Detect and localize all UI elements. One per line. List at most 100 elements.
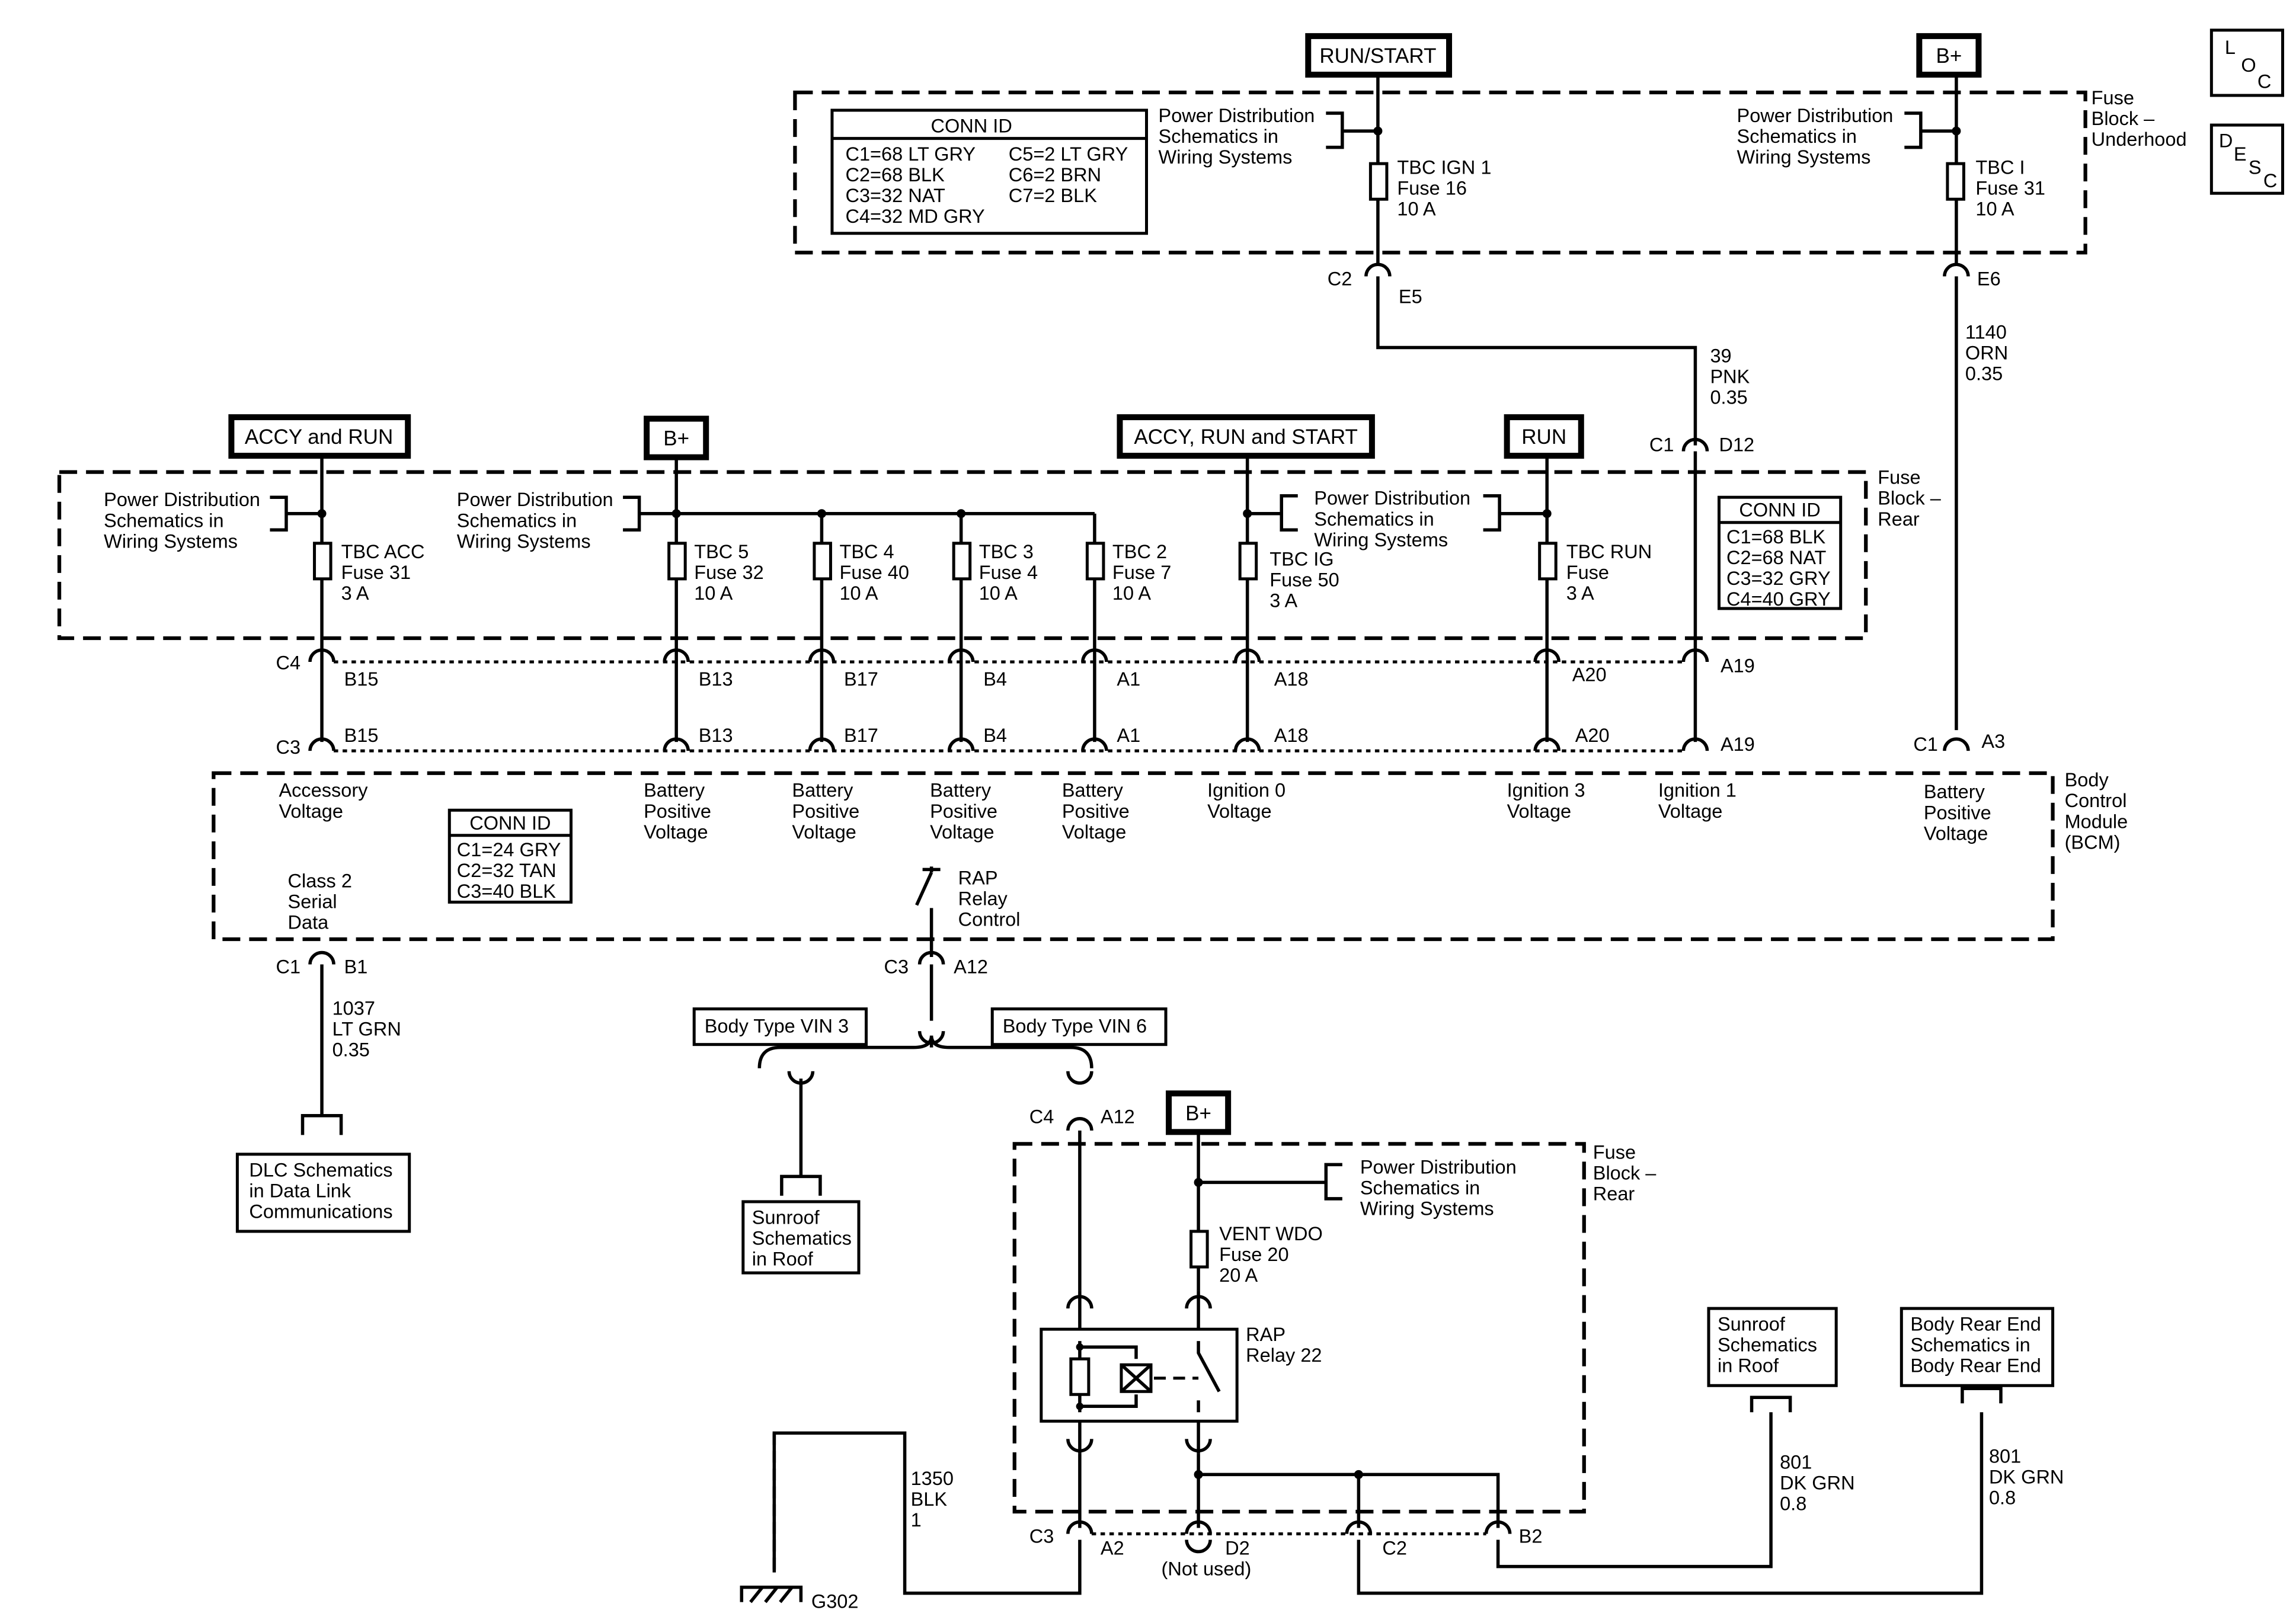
svg-text:Ignition 3: Ignition 3 (1507, 780, 1585, 801)
svg-text:10 A: 10 A (1397, 199, 1435, 220)
svg-text:Power Distribution: Power Distribution (1360, 1156, 1517, 1177)
svg-text:CONN ID: CONN ID (1739, 500, 1820, 521)
svg-text:Positive: Positive (1062, 801, 1130, 822)
svg-text:in Data Link: in Data Link (249, 1180, 351, 1201)
svg-text:Fuse: Fuse (1878, 467, 1920, 488)
svg-text:E: E (2234, 143, 2247, 165)
svg-text:C4=32 MD GRY: C4=32 MD GRY (845, 206, 984, 227)
svg-text:D: D (2219, 130, 2233, 152)
connector-row-c3: C3 B15 B13 B17 B4 A1 A18 A20 A19 C1 A3 (276, 725, 2005, 758)
svg-text:Schematics in: Schematics in (1360, 1177, 1480, 1198)
svg-text:1: 1 (911, 1509, 922, 1531)
svg-text:Body Rear End: Body Rear End (1910, 1314, 2041, 1335)
svg-text:Fuse 16: Fuse 16 (1397, 178, 1467, 199)
svg-text:Block –: Block – (1593, 1162, 1657, 1183)
svg-text:A19: A19 (1721, 655, 1755, 677)
svg-text:39: 39 (1710, 345, 1731, 366)
svg-text:A12: A12 (954, 956, 988, 978)
sunroof-ref-right: Sunroof Schematics in Roof (1707, 1307, 1838, 1387)
svg-text:0.8: 0.8 (1989, 1487, 2016, 1508)
svg-text:Voltage: Voltage (279, 801, 343, 822)
svg-text:Voltage: Voltage (792, 821, 856, 843)
svg-text:A18: A18 (1274, 725, 1309, 746)
bcm-module: Body Control Module (BCM) Accessory Volt… (212, 769, 2128, 958)
body-rear-end-ref: Body Rear End Schematics in Body Rear En… (1900, 1307, 2055, 1387)
supply-b-plus-relay: B+ (1166, 1090, 1232, 1135)
svg-text:Fuse: Fuse (2092, 87, 2134, 108)
svg-text:TBC RUN: TBC RUN (1566, 541, 1652, 562)
svg-text:A18: A18 (1274, 668, 1309, 690)
svg-text:B1: B1 (344, 956, 368, 978)
svg-text:D12: D12 (1719, 434, 1754, 456)
svg-text:B4: B4 (983, 725, 1007, 746)
rear-fuse-block-relay: Fuse Block – Rear Power Distribution Sch… (1012, 1141, 1657, 1514)
svg-text:C: C (2263, 170, 2277, 191)
svg-text:Sunroof: Sunroof (1718, 1314, 1786, 1335)
body-type-vin6: Body Type VIN 6 (990, 1007, 1168, 1046)
supply-accy-run: ACCY and RUN (228, 414, 411, 459)
svg-text:Class 2: Class 2 (288, 870, 352, 891)
supply-b-plus-underhood-label: B+ (1936, 44, 1962, 68)
svg-text:ORN: ORN (1965, 342, 2008, 363)
svg-text:Fuse 31: Fuse 31 (1975, 178, 2045, 199)
svg-text:0.35: 0.35 (1710, 387, 1747, 408)
svg-text:B15: B15 (344, 725, 379, 746)
svg-text:(BCM): (BCM) (2065, 831, 2121, 853)
supply-run: RUN (1504, 414, 1584, 459)
svg-text:B15: B15 (344, 668, 379, 690)
svg-text:C1: C1 (1649, 434, 1674, 456)
svg-text:Data: Data (288, 911, 330, 933)
svg-text:E5: E5 (1399, 286, 1422, 307)
svg-text:B13: B13 (699, 668, 733, 690)
svg-text:10 A: 10 A (1975, 199, 2014, 220)
svg-text:Module: Module (2065, 811, 2128, 832)
svg-text:B13: B13 (699, 725, 733, 746)
svg-text:CONN ID: CONN ID (469, 812, 551, 834)
svg-text:Fuse 40: Fuse 40 (839, 562, 909, 583)
svg-text:TBC IG: TBC IG (1269, 548, 1334, 569)
svg-text:10 A: 10 A (979, 582, 1018, 604)
svg-text:Fuse 32: Fuse 32 (694, 562, 764, 583)
svg-text:Positive: Positive (644, 801, 711, 822)
svg-text:Power Distribution: Power Distribution (1737, 105, 1894, 126)
svg-text:Battery: Battery (644, 780, 705, 801)
svg-text:C7=2 BLK: C7=2 BLK (1009, 185, 1097, 206)
svg-text:C3=32 NAT: C3=32 NAT (845, 185, 945, 206)
svg-text:B+: B+ (1185, 1102, 1211, 1125)
svg-text:L: L (2225, 37, 2236, 58)
svg-text:Serial: Serial (288, 891, 337, 912)
svg-text:Block –: Block – (1878, 488, 1942, 509)
svg-text:Wiring Systems: Wiring Systems (1314, 529, 1448, 550)
svg-text:1037: 1037 (332, 998, 375, 1019)
svg-text:D2: D2 (1225, 1538, 1250, 1559)
svg-text:A20: A20 (1572, 664, 1607, 686)
svg-text:Body: Body (2065, 769, 2109, 790)
svg-text:C2=68 BLK: C2=68 BLK (845, 164, 945, 185)
svg-text:Ignition 1: Ignition 1 (1658, 780, 1737, 801)
svg-text:Schematics in: Schematics in (457, 510, 577, 531)
svg-text:RAP: RAP (1246, 1324, 1285, 1345)
svg-text:Accessory: Accessory (279, 780, 368, 801)
svg-text:Block –: Block – (2092, 108, 2156, 129)
svg-text:Positive: Positive (1924, 802, 1991, 823)
svg-text:801: 801 (1780, 1451, 1812, 1473)
svg-text:O: O (2241, 55, 2256, 76)
svg-text:A20: A20 (1575, 725, 1610, 746)
svg-text:C2: C2 (1382, 1538, 1407, 1559)
svg-text:A19: A19 (1721, 734, 1755, 755)
fuse-block-rear: Fuse Block – Rear Power Distribution Sch… (57, 467, 1942, 641)
svg-text:Schematics in: Schematics in (104, 510, 223, 531)
svg-text:Voltage: Voltage (930, 821, 994, 843)
svg-text:0.35: 0.35 (332, 1039, 370, 1061)
svg-text:TBC ACC: TBC ACC (341, 541, 425, 562)
svg-text:Relay 22: Relay 22 (1246, 1345, 1322, 1366)
svg-text:Battery: Battery (792, 780, 853, 801)
supply-run-start: RUN/START (1305, 33, 1453, 78)
svg-text:TBC 3: TBC 3 (979, 541, 1034, 562)
svg-text:Rear: Rear (1878, 508, 1920, 530)
svg-text:3 A: 3 A (341, 582, 369, 604)
svg-text:Wiring Systems: Wiring Systems (1159, 146, 1293, 168)
svg-text:0.35: 0.35 (1965, 363, 2003, 385)
svg-text:1350: 1350 (911, 1468, 954, 1489)
svg-text:Wiring Systems: Wiring Systems (104, 530, 238, 552)
